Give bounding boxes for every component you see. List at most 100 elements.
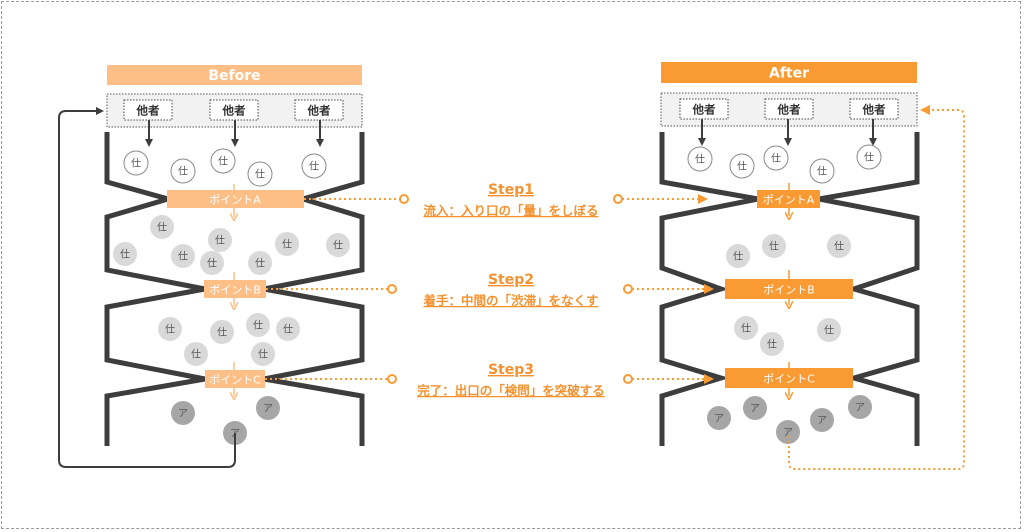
item-circle bbox=[743, 396, 767, 420]
step-title: Step2 bbox=[488, 272, 534, 288]
after-panel: After 他者 他者 他者 ポイントA ポイントB bbox=[659, 62, 965, 470]
item-circle bbox=[184, 342, 208, 366]
output-item: ア bbox=[848, 395, 872, 419]
item-circle bbox=[248, 251, 272, 275]
step-1: Step1 流入：入り口の「量」をしぼる bbox=[423, 182, 598, 218]
work-item: 仕 bbox=[326, 233, 350, 257]
point-label: ポイントA bbox=[209, 194, 261, 207]
work-item: 仕 bbox=[762, 234, 786, 258]
item-label: ア bbox=[817, 416, 827, 427]
before-actor-1: 他者 bbox=[123, 99, 173, 121]
work-item: 仕 bbox=[200, 251, 224, 275]
work-item: 仕 bbox=[113, 242, 137, 266]
item-label: ア bbox=[714, 414, 724, 425]
item-label: 仕 bbox=[767, 338, 777, 351]
item-label: 仕 bbox=[131, 157, 141, 170]
item-label: ア bbox=[783, 428, 793, 439]
work-item: 仕 bbox=[210, 320, 234, 344]
work-item: 仕 bbox=[158, 317, 182, 341]
item-circle bbox=[246, 313, 270, 337]
item-label: 仕 bbox=[864, 151, 874, 164]
item-circle bbox=[760, 332, 784, 356]
work-item: 仕 bbox=[184, 342, 208, 366]
item-label: ア bbox=[178, 409, 188, 420]
item-label: 仕 bbox=[817, 165, 827, 178]
before-point-a: ポイントA bbox=[167, 190, 304, 208]
item-circle bbox=[170, 158, 196, 184]
connector-dot-icon bbox=[387, 374, 397, 384]
item-label: 仕 bbox=[737, 160, 747, 173]
connector-dot-icon bbox=[623, 374, 633, 384]
work-item: 仕 bbox=[856, 144, 882, 170]
item-circle bbox=[150, 215, 174, 239]
item-circle bbox=[817, 318, 841, 342]
item-circle bbox=[326, 233, 350, 257]
after-actor-1: 他者 bbox=[679, 98, 729, 120]
item-label: ア bbox=[263, 404, 273, 415]
before-header bbox=[107, 65, 362, 85]
item-circle bbox=[247, 161, 273, 187]
item-label: 仕 bbox=[253, 319, 263, 332]
actor-label: 他者 bbox=[136, 104, 160, 118]
step-title: Step1 bbox=[488, 182, 534, 198]
item-label: 仕 bbox=[207, 257, 217, 270]
work-item: 仕 bbox=[251, 342, 275, 366]
item-circle bbox=[301, 153, 327, 179]
item-label: 仕 bbox=[157, 221, 167, 234]
item-label: 仕 bbox=[165, 323, 175, 336]
actor-label: 他者 bbox=[222, 104, 246, 118]
item-circle bbox=[251, 342, 275, 366]
item-circle bbox=[123, 150, 149, 176]
item-label: 仕 bbox=[215, 234, 225, 247]
after-feedback-loop-arrow bbox=[788, 105, 965, 470]
item-circle bbox=[171, 401, 195, 425]
after-header bbox=[661, 62, 917, 83]
output-item: ア bbox=[707, 406, 731, 430]
item-circle bbox=[171, 244, 195, 268]
item-circle bbox=[810, 408, 834, 432]
item-label: 仕 bbox=[258, 348, 268, 361]
item-label: 仕 bbox=[255, 168, 265, 181]
before-actor-3: 他者 bbox=[294, 99, 344, 121]
step-description: 完了：出口の「検問」を突破する bbox=[417, 383, 605, 398]
item-label: 仕 bbox=[217, 326, 227, 339]
connector-dot-icon bbox=[613, 194, 623, 204]
item-label: 仕 bbox=[282, 238, 292, 251]
item-circle bbox=[729, 153, 755, 179]
item-circle bbox=[276, 317, 300, 341]
point-label: ポイントC bbox=[209, 374, 261, 387]
item-circle bbox=[827, 234, 851, 258]
step-3: Step3 完了：出口の「検問」を突破する bbox=[417, 362, 605, 398]
item-circle bbox=[210, 320, 234, 344]
connector-dot-icon bbox=[399, 194, 409, 204]
item-circle bbox=[113, 242, 137, 266]
after-actor-2: 他者 bbox=[764, 98, 814, 120]
after-pipe-walls bbox=[659, 132, 920, 446]
output-item: ア bbox=[256, 396, 280, 420]
work-item: 仕 bbox=[247, 161, 273, 187]
work-item: 仕 bbox=[763, 145, 789, 171]
after-point-b: ポイントB bbox=[725, 279, 853, 299]
item-label: 仕 bbox=[191, 348, 201, 361]
item-label: 仕 bbox=[178, 165, 188, 178]
work-item: 仕 bbox=[208, 228, 232, 252]
before-title: Before bbox=[208, 68, 260, 84]
work-item: 仕 bbox=[248, 251, 272, 275]
item-circle bbox=[208, 228, 232, 252]
point-label: ポイントC bbox=[763, 373, 815, 386]
item-label: 仕 bbox=[178, 250, 188, 263]
actor-label: 他者 bbox=[777, 103, 801, 117]
item-label: 仕 bbox=[824, 324, 834, 337]
before-actor-2: 他者 bbox=[209, 99, 259, 121]
work-item: 仕 bbox=[809, 158, 835, 184]
before-panel: Before 他者 他者 他者 ポイントA bbox=[58, 65, 365, 468]
step-title: Step3 bbox=[488, 362, 534, 378]
item-label: 仕 bbox=[255, 257, 265, 270]
item-circle bbox=[210, 148, 236, 174]
item-circle bbox=[848, 395, 872, 419]
item-label: 仕 bbox=[741, 322, 751, 335]
work-item: 仕 bbox=[827, 234, 851, 258]
item-circle bbox=[200, 251, 224, 275]
item-circle bbox=[809, 158, 835, 184]
